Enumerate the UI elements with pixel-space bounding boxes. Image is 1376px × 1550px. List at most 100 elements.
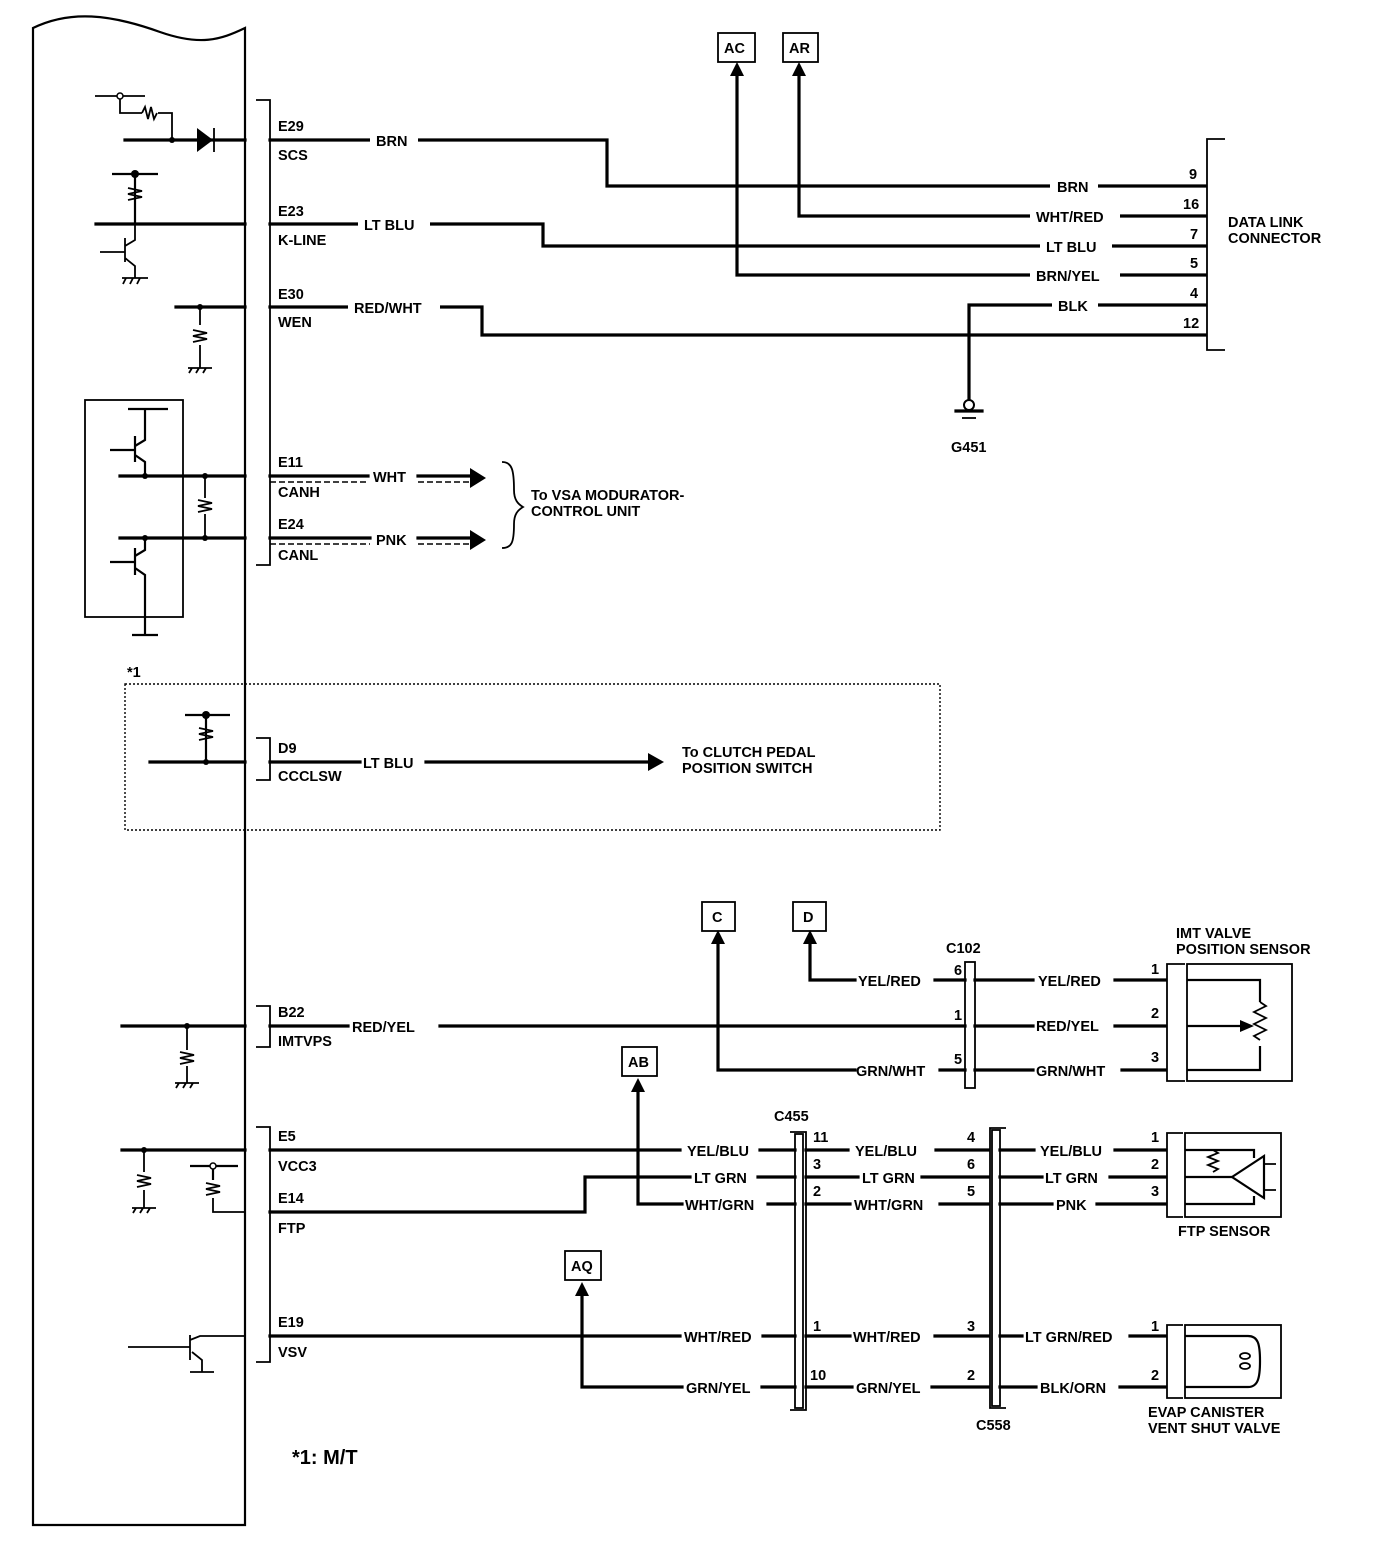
connector-bracket-e-upper xyxy=(256,99,271,566)
ecm-outline xyxy=(31,15,247,1527)
connector-c558[interactable]: 4 6 5 3 2 C558 YEL/BLU LT GRN PNK LT GRN… xyxy=(967,1127,1167,1434)
pin-12: 12 xyxy=(1183,316,1199,332)
signal-k-line: K-LINE xyxy=(278,233,327,249)
footnote: *1: M/T xyxy=(292,1447,358,1469)
ref-box-c[interactable]: C xyxy=(701,901,736,932)
ref-box-ar[interactable]: AR xyxy=(782,32,819,63)
svg-text:2: 2 xyxy=(813,1184,821,1200)
signal-scs: SCS xyxy=(278,148,308,164)
connector-bracket-e-lower xyxy=(256,1126,271,1363)
option-dashed-box xyxy=(124,683,941,831)
svg-text:1: 1 xyxy=(1151,1319,1159,1335)
ftp-sensor[interactable]: 1 2 3 FTP SENSOR xyxy=(1151,1130,1282,1240)
wire-wht-grn xyxy=(636,1086,797,1206)
ecm-connector-brackets xyxy=(256,99,271,1363)
transistor-icon xyxy=(128,1335,245,1373)
brace-icon xyxy=(501,461,525,549)
resistor-icon xyxy=(141,104,158,122)
wire-label: BLK xyxy=(1058,299,1088,315)
signal-imtvps: IMTVPS xyxy=(278,1034,332,1050)
svg-text:5: 5 xyxy=(954,1052,962,1068)
wire-label: WHT/GRN xyxy=(854,1198,923,1214)
resistor-icon xyxy=(205,1182,245,1213)
data-link-connector[interactable]: 9 16 7 5 4 12 DATA LINK CONNECTOR xyxy=(1183,138,1322,351)
wire-wht-red xyxy=(797,70,1207,218)
arrow-up-icon xyxy=(792,62,806,76)
svg-text:1: 1 xyxy=(1151,962,1159,978)
signal-ftp: FTP xyxy=(278,1221,306,1237)
ref-box-aq[interactable]: AQ xyxy=(564,1250,602,1281)
svg-text:AC: AC xyxy=(724,41,745,57)
wire-label: BLK/ORN xyxy=(1040,1381,1106,1397)
svg-text:1: 1 xyxy=(954,1008,962,1024)
arrow-up-icon xyxy=(575,1282,589,1296)
wire-label: GRN/WHT xyxy=(1036,1064,1105,1080)
pin-5: 5 xyxy=(1190,256,1198,272)
dlc-label-line1: DATA LINK xyxy=(1228,215,1304,231)
mt-optional-section: *1 LT BLU To CLUTCH PEDAL POSITION SWITC… xyxy=(124,665,941,831)
wire-label: WHT xyxy=(373,470,406,486)
svg-text:6: 6 xyxy=(954,963,962,979)
signal-vcc3: VCC3 xyxy=(278,1159,317,1175)
wire-label: GRN/YEL xyxy=(686,1381,751,1397)
pin-d9: D9 xyxy=(278,741,297,757)
wire-label: LT BLU xyxy=(1046,240,1096,256)
connector-label: C102 xyxy=(946,941,981,957)
wire-label: RED/YEL xyxy=(352,1020,415,1036)
evap-canister-vent-shut-valve[interactable]: 1 2 EVAP CANISTER VENT SHUT VALVE xyxy=(1148,1319,1282,1437)
wire-label: YEL/BLU xyxy=(1040,1144,1102,1160)
wire-grn-yel xyxy=(580,1290,797,1389)
ref-box-ac[interactable]: AC xyxy=(717,32,756,63)
can-transceiver-box xyxy=(84,399,184,618)
svg-text:2: 2 xyxy=(967,1368,975,1384)
resistor-icon xyxy=(197,476,213,538)
wire-label: GRN/YEL xyxy=(856,1381,921,1397)
arrow-up-icon xyxy=(803,930,817,944)
wire-label: WHT/GRN xyxy=(685,1198,754,1214)
option-marker: *1 xyxy=(127,665,141,681)
svg-text:10: 10 xyxy=(810,1368,826,1384)
pin-b22: B22 xyxy=(278,1005,305,1021)
connector-c455[interactable]: C455 11 3 2 1 10 YEL/BLU LT GRN WHT/GRN … xyxy=(774,1109,990,1411)
connector-c102[interactable]: C102 6 1 5 YEL/RED RED/YEL GRN/WHT xyxy=(946,941,1167,1089)
signal-canl: CANL xyxy=(278,548,318,564)
svg-text:2: 2 xyxy=(1151,1368,1159,1384)
pin-e30: E30 xyxy=(278,287,304,303)
arrow-right-icon xyxy=(470,468,486,488)
svg-text:3: 3 xyxy=(813,1157,821,1173)
wire-label: LT GRN/RED xyxy=(1025,1330,1113,1346)
wire-label: WHT/RED xyxy=(853,1330,921,1346)
pin-e19: E19 xyxy=(278,1315,304,1331)
svg-text:2: 2 xyxy=(1151,1006,1159,1022)
wire-label: BRN xyxy=(376,134,407,150)
wire-blk xyxy=(967,303,1207,402)
wire-label: LT BLU xyxy=(363,756,413,772)
vsa-label-line1: To VSA MODURATOR- xyxy=(531,488,684,504)
evap-section: WHT/RED GRN/YEL xyxy=(268,1282,797,1397)
connector-bracket-d xyxy=(256,737,271,781)
imt-section: RED/YEL YEL/RED GRN/WHT xyxy=(268,930,967,1080)
pin-e29: E29 xyxy=(278,119,304,135)
svg-text:2: 2 xyxy=(1151,1157,1159,1173)
terminal-labels: E29 SCS E23 K-LINE E30 WEN E11 CANH E24 … xyxy=(278,119,342,1361)
pin-e5: E5 xyxy=(278,1129,296,1145)
resistor-icon xyxy=(175,1026,199,1089)
wire-label: LT GRN xyxy=(694,1171,747,1187)
wire-label: PNK xyxy=(376,533,407,549)
imt-valve-position-sensor[interactable]: IMT VALVE POSITION SENSOR 1 2 3 xyxy=(1151,926,1311,1082)
wire-label: YEL/BLU xyxy=(687,1144,749,1160)
ref-box-d[interactable]: D xyxy=(792,901,827,932)
wire-label: RED/WHT xyxy=(354,301,422,317)
pin-7: 7 xyxy=(1190,227,1198,243)
ground-g451: G451 xyxy=(951,399,986,456)
svg-text:11: 11 xyxy=(813,1130,828,1146)
wire-label: WHT/RED xyxy=(1036,210,1104,226)
wire-label: WHT/RED xyxy=(684,1330,752,1346)
amplifier-icon xyxy=(1229,1153,1266,1201)
pin-e24: E24 xyxy=(278,517,304,533)
pin-e11: E11 xyxy=(278,455,303,471)
ref-box-ab[interactable]: AB xyxy=(621,1046,658,1077)
svg-text:1: 1 xyxy=(813,1319,821,1335)
svg-text:AB: AB xyxy=(628,1055,649,1071)
strain-gauge-icon xyxy=(1205,1149,1221,1173)
